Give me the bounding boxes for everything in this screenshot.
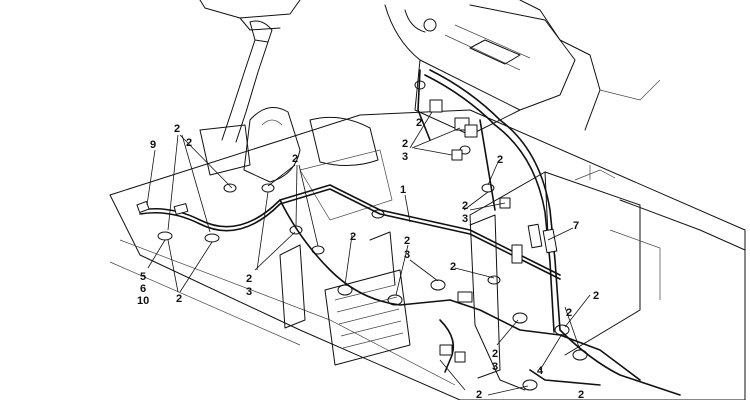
callout-9: 9 xyxy=(150,139,156,151)
callout-2-bottom-right: 2 xyxy=(578,389,584,400)
callout-2-center-top: 2 xyxy=(292,153,298,165)
callout-3-mid-right: 3 xyxy=(462,213,468,225)
callout-labels: 9 2 2 5 6 10 2 2 2 3 1 2 2 3 2 3 2 2 3 2… xyxy=(137,117,599,400)
callout-2-mid-right: 2 xyxy=(462,200,468,212)
callout-2-bottom-left: 2 xyxy=(476,389,482,400)
callout-2-harness-right: 2 xyxy=(497,154,503,166)
callout-4: 4 xyxy=(537,365,544,377)
callout-2-bracket: 2 xyxy=(350,231,356,243)
callout-2-right-b: 2 xyxy=(566,307,572,319)
callout-2-plate: 2 xyxy=(450,261,456,273)
callout-2-upper-right-b: 2 xyxy=(416,117,422,129)
callout-3-center-right: 3 xyxy=(404,249,410,261)
callout-3-upper-right: 3 xyxy=(402,151,408,163)
callout-5: 5 xyxy=(140,271,146,283)
machine-body-outline xyxy=(109,0,746,400)
callout-2-lower-left: 2 xyxy=(176,293,182,305)
callout-2-right: 2 xyxy=(593,290,599,302)
callout-1: 1 xyxy=(400,184,406,196)
callout-3-center-low: 3 xyxy=(246,286,252,298)
callout-10: 10 xyxy=(137,295,149,307)
callout-2-bottom-mid: 2 xyxy=(492,348,498,360)
callout-2-top-left: 2 xyxy=(174,123,180,135)
callout-2-center-right: 2 xyxy=(404,235,410,247)
callout-6: 6 xyxy=(140,283,146,295)
callout-2-center-low: 2 xyxy=(246,273,252,285)
callout-7: 7 xyxy=(573,220,579,232)
callout-2-upper-right: 2 xyxy=(402,138,408,150)
leader-lines xyxy=(146,111,591,396)
harness-main xyxy=(139,69,681,396)
callout-2-top-left-b: 2 xyxy=(186,137,192,149)
callout-3-bottom-mid: 3 xyxy=(492,361,498,373)
connectors xyxy=(136,99,558,363)
